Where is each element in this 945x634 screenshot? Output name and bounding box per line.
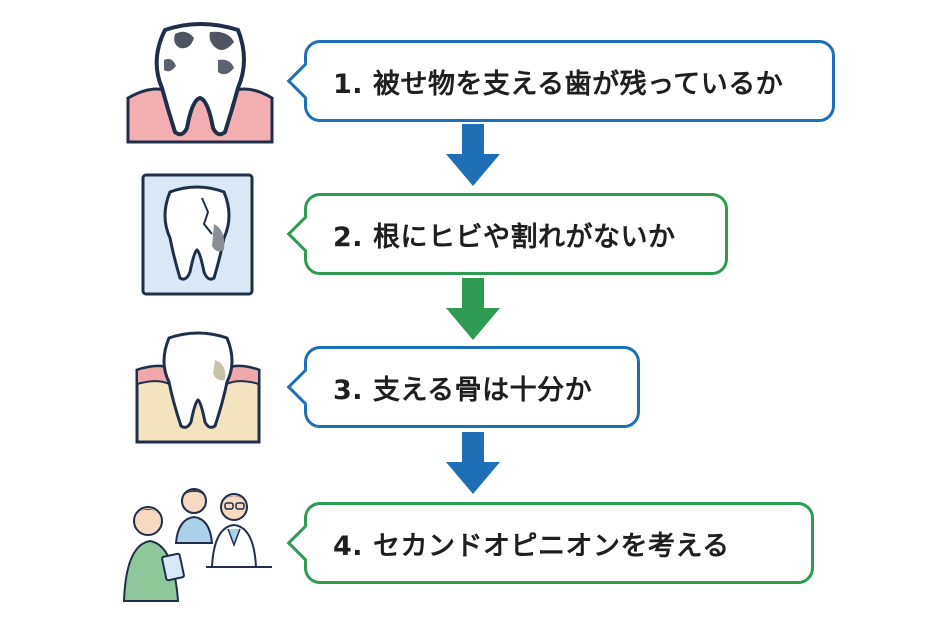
step-1-label: 1. 被せ物を支える歯が残っているか [333,68,784,100]
step-3-box: 3. 支える骨は十分か [286,346,640,428]
step-1-box: 1. 被せ物を支える歯が残っているか [286,40,835,122]
decayed-tooth-icon [126,22,274,144]
step-2-tail [286,215,324,253]
step-4-label: 4. セカンドオピニオンを考える [333,530,730,562]
arrow-2-icon [446,278,500,340]
step-3-tail [286,368,324,406]
arrow-3-icon [446,432,500,494]
step-2-box: 2. 根にヒビや割れがないか [286,193,728,275]
arrow-1-icon [446,124,500,186]
step-3-label: 3. 支える骨は十分か [333,374,593,406]
cracked-tooth-xray-icon [141,173,254,296]
step-4-tail [286,524,324,562]
tooth-bone-icon [135,331,261,444]
step-4-box: 4. セカンドオピニオンを考える [286,502,814,584]
arrow-3-shape [446,432,500,494]
arrow-1-shape [446,124,500,186]
consultation-people-icon [122,488,272,602]
arrow-2-shape [446,278,500,340]
step-1-tail [286,62,324,100]
step-2-label: 2. 根にヒビや割れがないか [333,221,676,253]
